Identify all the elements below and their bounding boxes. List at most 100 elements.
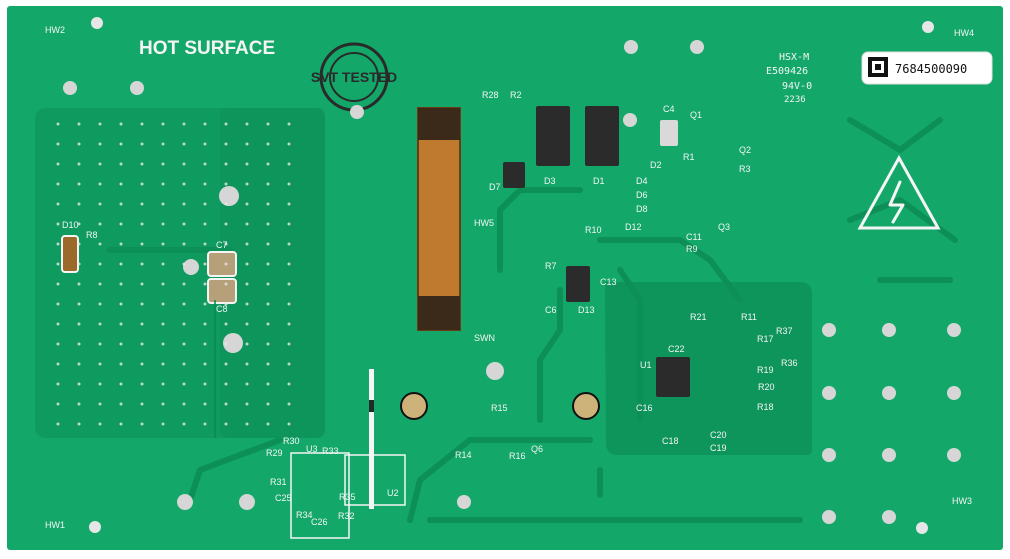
via-dot bbox=[287, 362, 291, 366]
via-dot bbox=[203, 342, 207, 346]
via-dot bbox=[203, 322, 207, 326]
via-dot bbox=[119, 122, 123, 126]
via-dot bbox=[224, 342, 228, 346]
via-dot bbox=[287, 242, 291, 246]
via-dot bbox=[119, 242, 123, 246]
designator-label: R33 bbox=[322, 446, 339, 456]
via-dot bbox=[161, 202, 165, 206]
via-dot bbox=[98, 322, 102, 326]
via-dot bbox=[287, 302, 291, 306]
via-dot bbox=[266, 262, 270, 266]
via-dot bbox=[224, 182, 228, 186]
via-dot bbox=[56, 302, 60, 306]
via-dot bbox=[140, 242, 144, 246]
designator-label: R32 bbox=[338, 511, 355, 521]
via-dot bbox=[203, 202, 207, 206]
designator-label: R31 bbox=[270, 477, 287, 487]
u2-outline bbox=[344, 454, 406, 506]
via-dot bbox=[161, 322, 165, 326]
via-dot bbox=[77, 162, 81, 166]
via-dot bbox=[56, 422, 60, 426]
designator-label: R36 bbox=[781, 358, 798, 368]
via-dot bbox=[77, 202, 81, 206]
via-dot bbox=[203, 362, 207, 366]
via-dot bbox=[161, 302, 165, 306]
designator-label: R10 bbox=[585, 225, 602, 235]
via-dot bbox=[266, 382, 270, 386]
d1-package bbox=[585, 106, 619, 166]
via-dot bbox=[182, 282, 186, 286]
designator-label: R18 bbox=[757, 402, 774, 412]
designator-label: C26 bbox=[311, 517, 328, 527]
via-dot bbox=[56, 202, 60, 206]
designator-label: C16 bbox=[636, 403, 653, 413]
via-dot bbox=[119, 422, 123, 426]
via-dot bbox=[56, 382, 60, 386]
via-dot bbox=[161, 182, 165, 186]
via-dot bbox=[224, 222, 228, 226]
via-dot bbox=[182, 302, 186, 306]
designator-label: U1 bbox=[640, 360, 652, 370]
hsx-label: HSX-M bbox=[779, 52, 809, 63]
via-dot bbox=[56, 222, 60, 226]
via-dot bbox=[56, 362, 60, 366]
designator-label: D6 bbox=[636, 190, 648, 200]
via-dot bbox=[245, 122, 249, 126]
via-dot bbox=[140, 202, 144, 206]
via-dot bbox=[182, 162, 186, 166]
via-dot bbox=[287, 142, 291, 146]
via-dot bbox=[245, 422, 249, 426]
via-dot bbox=[56, 282, 60, 286]
via-dot bbox=[98, 302, 102, 306]
via-dot bbox=[203, 402, 207, 406]
via-dot bbox=[287, 122, 291, 126]
designator-label: Q2 bbox=[739, 145, 751, 155]
via-dot bbox=[245, 182, 249, 186]
via-dot bbox=[77, 362, 81, 366]
via-dot bbox=[266, 422, 270, 426]
mounting-holes bbox=[63, 17, 961, 534]
via-dot bbox=[266, 242, 270, 246]
designator-label: C25 bbox=[275, 493, 292, 503]
via-dot bbox=[119, 282, 123, 286]
via-dot bbox=[140, 342, 144, 346]
via-dot bbox=[224, 322, 228, 326]
via-dot bbox=[119, 162, 123, 166]
via-dot bbox=[77, 402, 81, 406]
via-dot bbox=[140, 142, 144, 146]
designator-label: R2 bbox=[510, 90, 522, 100]
via-dot bbox=[287, 202, 291, 206]
designator-label: C22 bbox=[668, 344, 685, 354]
d13-package bbox=[566, 266, 590, 302]
via-dot bbox=[77, 222, 81, 226]
via-dot bbox=[287, 182, 291, 186]
via-dot bbox=[245, 242, 249, 246]
via-dot bbox=[182, 402, 186, 406]
via-dot bbox=[56, 322, 60, 326]
via-dot bbox=[98, 342, 102, 346]
passives bbox=[61, 120, 678, 304]
via-dot bbox=[182, 342, 186, 346]
via-dot bbox=[266, 162, 270, 166]
via-dot bbox=[77, 262, 81, 266]
via-dot bbox=[56, 122, 60, 126]
via-dot bbox=[161, 242, 165, 246]
via-dot bbox=[266, 282, 270, 286]
via-dot bbox=[161, 262, 165, 266]
via-dot bbox=[161, 382, 165, 386]
date-code-label: 2236 bbox=[784, 95, 806, 105]
via-dot bbox=[287, 262, 291, 266]
via-dot bbox=[266, 362, 270, 366]
designator-label: R20 bbox=[758, 382, 775, 392]
via-dot bbox=[224, 302, 228, 306]
via-dot bbox=[98, 362, 102, 366]
via-dot bbox=[224, 362, 228, 366]
via-dot bbox=[98, 262, 102, 266]
rating-label: 94V-0 bbox=[782, 81, 812, 92]
via-dot bbox=[266, 402, 270, 406]
hw5-label: HW5 bbox=[474, 218, 494, 228]
via-dot bbox=[224, 242, 228, 246]
via-dot bbox=[203, 302, 207, 306]
via-dot bbox=[56, 182, 60, 186]
